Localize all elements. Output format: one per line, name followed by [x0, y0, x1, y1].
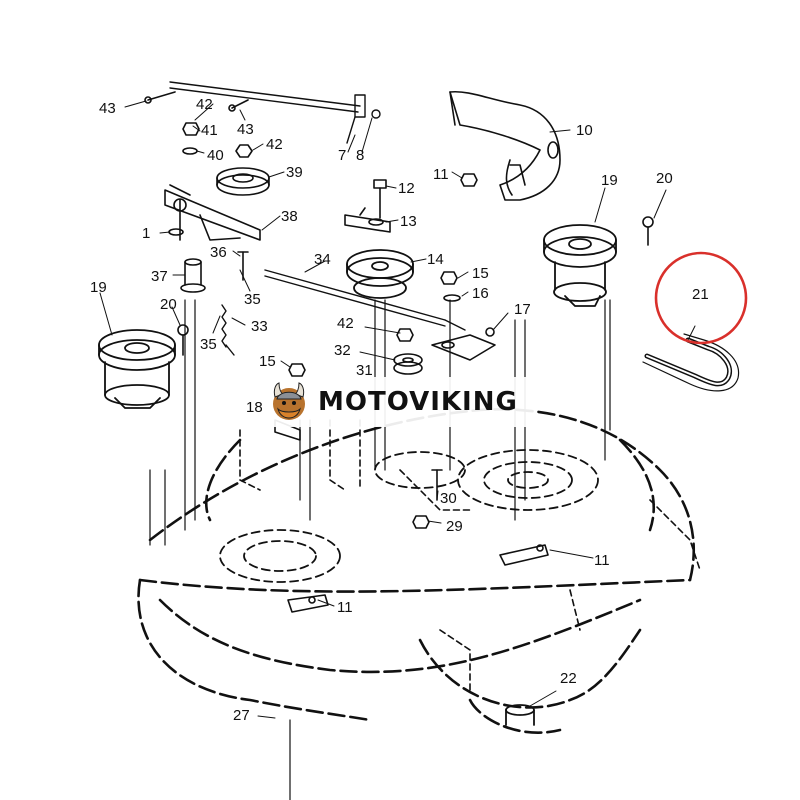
nut-11-top [460, 173, 478, 187]
part-label-15: 15 [472, 265, 489, 282]
nut-15-left [288, 363, 306, 377]
part-label-42: 42 [266, 136, 283, 153]
part-label-14: 14 [427, 251, 444, 268]
part-label-19: 19 [90, 279, 107, 296]
bolt-30 [431, 469, 443, 501]
part-label-43: 43 [99, 100, 116, 117]
deck-bracket-10 [449, 90, 561, 201]
nut-42-center [396, 328, 414, 342]
nut-41 [182, 122, 200, 136]
part-label-20: 20 [160, 296, 177, 313]
watermark-brand-text: MOTOVIKING [318, 387, 518, 417]
part-label-43: 43 [237, 121, 254, 138]
part-label-39: 39 [286, 164, 303, 181]
part-label-41: 41 [201, 122, 218, 139]
nut-15-right [440, 271, 458, 285]
part-label-35: 35 [244, 291, 261, 308]
part-label-40: 40 [207, 147, 224, 164]
part-label-22: 22 [560, 670, 577, 687]
bolt-43-left [144, 91, 176, 104]
bolt-20-right [642, 216, 654, 246]
leader-lines [99, 100, 667, 719]
watermark: MOTOVIKING [262, 377, 534, 427]
spindle-pulley-19-right [543, 224, 617, 307]
spacer-37 [180, 258, 206, 293]
part-label-12: 12 [398, 180, 415, 197]
bolt-20-left [177, 324, 189, 356]
part-label-11: 11 [594, 552, 610, 569]
part-label-10: 10 [576, 122, 593, 139]
lift-rod [169, 81, 381, 144]
nut-29 [412, 515, 430, 529]
part-label-8: 8 [356, 147, 364, 164]
deck-spindle-hubs [219, 449, 599, 583]
idler-bracket-13 [344, 207, 391, 233]
part-label-27: 27 [233, 707, 250, 724]
part-label-29: 29 [446, 518, 463, 535]
highlight-circle [654, 251, 748, 345]
clip-11-left [287, 594, 329, 613]
part-label-31: 31 [356, 362, 373, 379]
deck-brackets [239, 419, 701, 691]
part-label-19: 19 [601, 172, 618, 189]
part-label-20: 20 [656, 170, 673, 187]
part-label-42: 42 [196, 96, 213, 113]
bolt-43-right [228, 99, 249, 112]
part-label-21: 21 [692, 286, 709, 303]
part-label-15: 15 [259, 353, 276, 370]
part-label-36: 36 [210, 244, 227, 261]
part-label-38: 38 [281, 208, 298, 225]
part-label-37: 37 [151, 268, 168, 285]
idler-arm-38 [164, 184, 261, 241]
part-label-7: 7 [338, 147, 346, 164]
part-label-18: 18 [246, 399, 263, 416]
pulley-39 [216, 167, 270, 196]
washer-40 [182, 147, 198, 155]
bushing-22 [505, 704, 535, 726]
bolt-12 [373, 179, 387, 219]
part-label-13: 13 [400, 213, 417, 230]
drive-belt-21 [642, 325, 740, 392]
nut-42-top [235, 144, 253, 158]
clip-11-right [499, 544, 549, 566]
part-label-16: 16 [472, 285, 489, 302]
part-label-11: 11 [433, 166, 449, 183]
idler-pulley-14 [346, 249, 414, 299]
part-label-11: 11 [337, 599, 353, 616]
washer-16 [443, 294, 461, 302]
mower-deck-outline [137, 408, 696, 734]
pulley-31-32 [393, 353, 423, 375]
part-label-34: 34 [314, 251, 331, 268]
spindle-pulley-19-left [98, 329, 176, 409]
part-label-1: 1 [142, 225, 150, 242]
idler-rod-34 [264, 269, 466, 331]
washer-1 [168, 228, 184, 236]
part-label-17: 17 [514, 301, 531, 318]
spring-33 [221, 304, 235, 356]
part-labels: 43 42 41 40 1 43 42 39 38 36 37 7 8 10 1… [90, 96, 709, 724]
viking-mascot-icon [273, 382, 305, 420]
part-label-35: 35 [200, 336, 217, 353]
idler-bracket-17 [431, 327, 496, 361]
part-label-42: 42 [337, 315, 354, 332]
part-label-33: 33 [251, 318, 268, 335]
part-label-30: 30 [440, 490, 457, 507]
part-label-32: 32 [334, 342, 351, 359]
